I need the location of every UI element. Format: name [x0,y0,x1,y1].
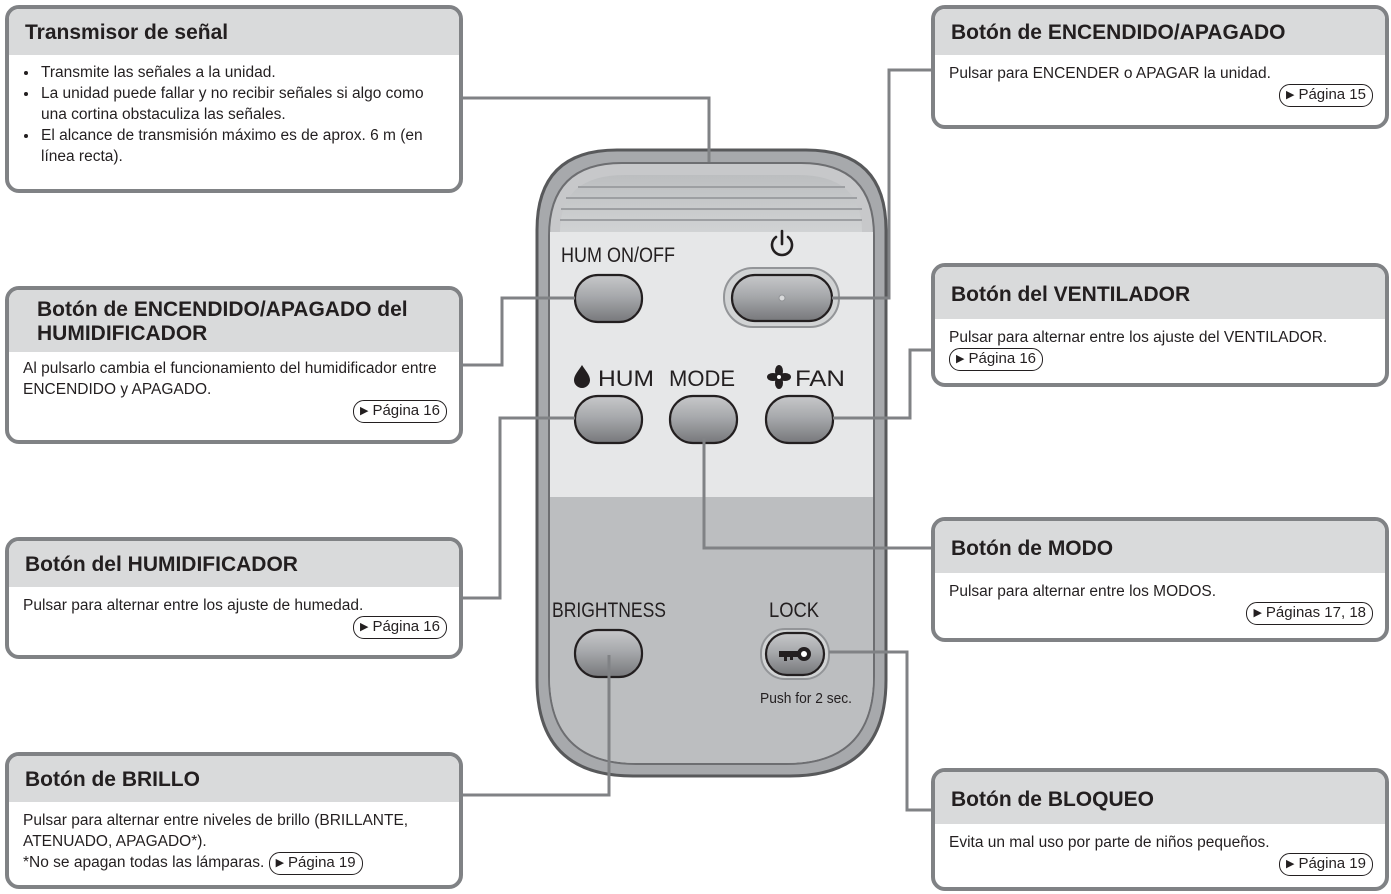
connector-hum [463,416,575,600]
fan-button[interactable] [764,394,835,445]
connector-lock [829,650,932,812]
hum-onoff-box: Botón de ENCENDIDO/APAGADO del HUMIDIFIC… [5,286,463,444]
lock-button[interactable] [760,628,830,680]
hum-button[interactable] [573,394,644,445]
transmitter-box: Transmisor de señal Transmite las señale… [5,5,463,193]
page-ref[interactable]: ▶Página 19 [1278,853,1373,876]
connector-transmitter [462,96,711,162]
power-text: Pulsar para ENCENDER o APAGAR la unidad. [949,65,1271,82]
page-ref[interactable]: ▶Página 16 [949,348,1044,371]
lock-title: Botón de BLOQUEO [935,772,1385,824]
hum-onoff-label: HUM ON/OFF [561,244,675,267]
connector-power [832,68,932,300]
triangle-icon: ▶ [359,405,369,417]
fan-label: FAN [795,366,845,391]
hum-onoff-button[interactable] [573,273,644,324]
mode-label: MODE [669,366,735,391]
brightness-note: *No se apagan todas las lámparas. [23,854,265,871]
connector-brightness [463,655,611,797]
page-ref[interactable]: ▶Página 16 [352,400,447,423]
brightness-text: Pulsar para alternar entre niveles de br… [23,812,409,850]
hum-onoff-title: Botón de ENCENDIDO/APAGADO del HUMIDIFIC… [9,290,459,352]
page-ref-label: Página 16 [968,350,1037,367]
fan-icon [767,365,791,389]
drop-icon [574,365,590,388]
triangle-icon: ▶ [956,353,965,365]
triangle-icon: ▶ [1285,858,1295,870]
power-title: Botón de ENCENDIDO/APAGADO [935,9,1385,55]
page-ref-label: Página 19 [288,854,356,871]
hum-text: Pulsar para alternar entre los ajuste de… [23,597,364,614]
page-ref-label: Página 15 [1298,86,1366,103]
page-ref-label: Página 16 [372,618,440,635]
page-ref[interactable]: ▶Página 16 [352,616,447,639]
lock-box: Botón de BLOQUEO Evita un mal uso por pa… [931,768,1389,891]
brightness-title: Botón de BRILLO [9,756,459,802]
list-item: Transmite las señales a la unidad. [39,62,447,83]
lock-text: Evita un mal uso por parte de niños pequ… [949,834,1270,851]
power-button[interactable] [723,267,840,328]
page-ref[interactable]: ▶Páginas 17, 18 [1246,602,1373,625]
triangle-icon: ▶ [359,621,369,633]
brightness-box: Botón de BRILLO Pulsar para alternar ent… [5,752,463,889]
brightness-label: BRIGHTNESS [552,599,666,622]
page-ref-label: Página 16 [372,402,440,419]
connector-mode [702,437,932,550]
mode-text: Pulsar para alternar entre los MODOS. [949,583,1217,600]
transmitter-window [560,175,862,232]
transmitter-title: Transmisor de señal [9,9,459,55]
power-icon [770,229,794,257]
page-ref[interactable]: ▶Página 19 [268,852,363,875]
fan-title: Botón del VENTILADOR [935,267,1385,319]
triangle-icon: ▶ [1253,607,1262,619]
connector-hum-onoff [463,296,575,367]
hum-label: HUM [598,366,654,391]
hum-box: Botón del HUMIDIFICADOR Pulsar para alte… [5,537,463,659]
connector-fan [833,348,932,420]
fan-box: Botón del VENTILADOR Pulsar para alterna… [931,263,1389,387]
lock-label: LOCK [769,599,819,622]
page-ref-label: Página 19 [1298,855,1366,872]
triangle-icon: ▶ [1285,89,1295,101]
key-icon [779,647,811,661]
connector-lines [462,68,932,812]
list-item: El alcance de transmisión máximo es de a… [39,125,447,167]
power-box: Botón de ENCENDIDO/APAGADO Pulsar para E… [931,5,1389,129]
transmitter-list: Transmite las señales a la unidad. La un… [23,62,447,167]
hum-title: Botón del HUMIDIFICADOR [9,541,459,587]
triangle-icon: ▶ [275,857,285,869]
mode-box: Botón de MODO Pulsar para alternar entre… [931,517,1389,642]
page-ref[interactable]: ▶Página 15 [1278,84,1373,107]
mode-title: Botón de MODO [935,521,1385,573]
page-ref-label: Páginas 17, 18 [1265,604,1366,621]
lock-note: Push for 2 sec. [760,690,852,707]
mode-button[interactable] [668,394,739,445]
fan-text: Pulsar para alternar entre los ajuste de… [949,329,1328,346]
list-item: La unidad puede fallar y no recibir seña… [39,83,447,125]
hum-onoff-text: Al pulsarlo cambia el funcionamiento del… [23,360,437,398]
